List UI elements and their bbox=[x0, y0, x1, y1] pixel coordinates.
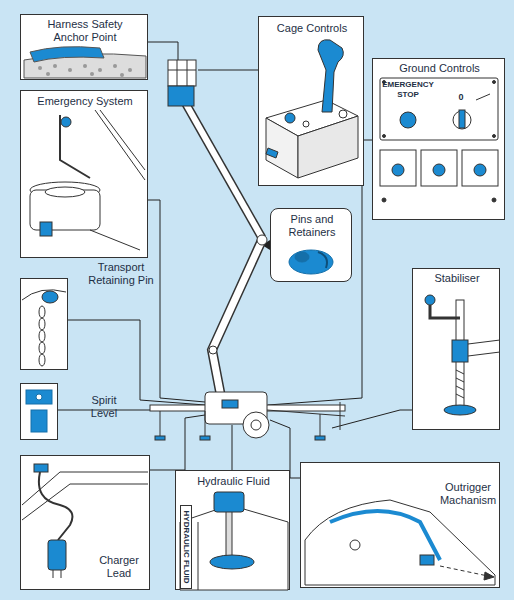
leader-line bbox=[232, 425, 233, 470]
callout-box: Pins and Retainers bbox=[270, 208, 352, 282]
callout-title: Pins and Retainers bbox=[275, 213, 349, 239]
callout-box: Transport Retaining Pin bbox=[20, 278, 68, 370]
boom-lift bbox=[187, 60, 188, 86]
boom-lift bbox=[155, 436, 165, 440]
boom-lift bbox=[200, 436, 210, 440]
callout-title: Stabiliser bbox=[417, 272, 497, 285]
leader-line bbox=[198, 70, 258, 71]
boom-lift bbox=[267, 410, 345, 416]
part-label: HYDRAULIC FLUID bbox=[180, 505, 192, 589]
boom-lift bbox=[340, 402, 341, 430]
callout-box: Stabiliser bbox=[412, 268, 500, 430]
callout-box: Outrigger Machanism bbox=[300, 462, 500, 588]
callout-title: Emergency System bbox=[27, 95, 143, 108]
callout-box: Charger Lead bbox=[20, 455, 150, 590]
leader-line bbox=[150, 415, 205, 470]
callout-title: Hydraulic Fluid bbox=[180, 475, 287, 488]
boom-lift bbox=[212, 240, 262, 402]
callout-title: Harness Safety Anchor Point bbox=[35, 18, 135, 44]
callout-box: Harness Safety Anchor Point bbox=[20, 14, 148, 80]
boom-lift bbox=[251, 420, 261, 430]
boom-lift bbox=[209, 346, 217, 354]
boom-lift bbox=[168, 60, 196, 86]
callout-title: Ground Controls bbox=[379, 62, 500, 75]
part-label: EMERGENCY STOP bbox=[382, 80, 434, 100]
callout-title: Outrigger Machanism bbox=[437, 481, 499, 507]
boom-lift bbox=[186, 104, 262, 238]
leader-line bbox=[148, 42, 178, 60]
boom-lift bbox=[168, 70, 196, 71]
callout-title: Charger Lead bbox=[91, 554, 147, 580]
callout-title: Cage Controls bbox=[265, 22, 359, 35]
leader-line bbox=[148, 200, 205, 402]
boom-lift bbox=[177, 60, 178, 86]
boom-lift bbox=[222, 400, 238, 408]
boom-lift bbox=[212, 240, 262, 402]
boom-lift bbox=[320, 414, 321, 438]
callout-title: Spirit Level bbox=[79, 394, 129, 420]
boom-lift bbox=[205, 411, 206, 438]
leader-line bbox=[332, 410, 412, 428]
boom-lift bbox=[257, 235, 267, 245]
leader-line bbox=[68, 320, 205, 405]
callout-box: Cage Controls bbox=[258, 16, 364, 186]
callout-box: Hydraulic Fluid bbox=[175, 470, 290, 590]
boom-lift bbox=[168, 86, 194, 106]
part-label: 0 bbox=[455, 92, 467, 103]
boom-lift bbox=[160, 411, 161, 438]
callout-title: Transport Retaining Pin bbox=[83, 261, 159, 287]
callout-box: Spirit Level bbox=[20, 383, 58, 440]
callout-box: Emergency System bbox=[20, 90, 148, 258]
boom-lift bbox=[243, 412, 269, 438]
boom-lift bbox=[315, 436, 325, 440]
boom-lift bbox=[186, 104, 262, 238]
